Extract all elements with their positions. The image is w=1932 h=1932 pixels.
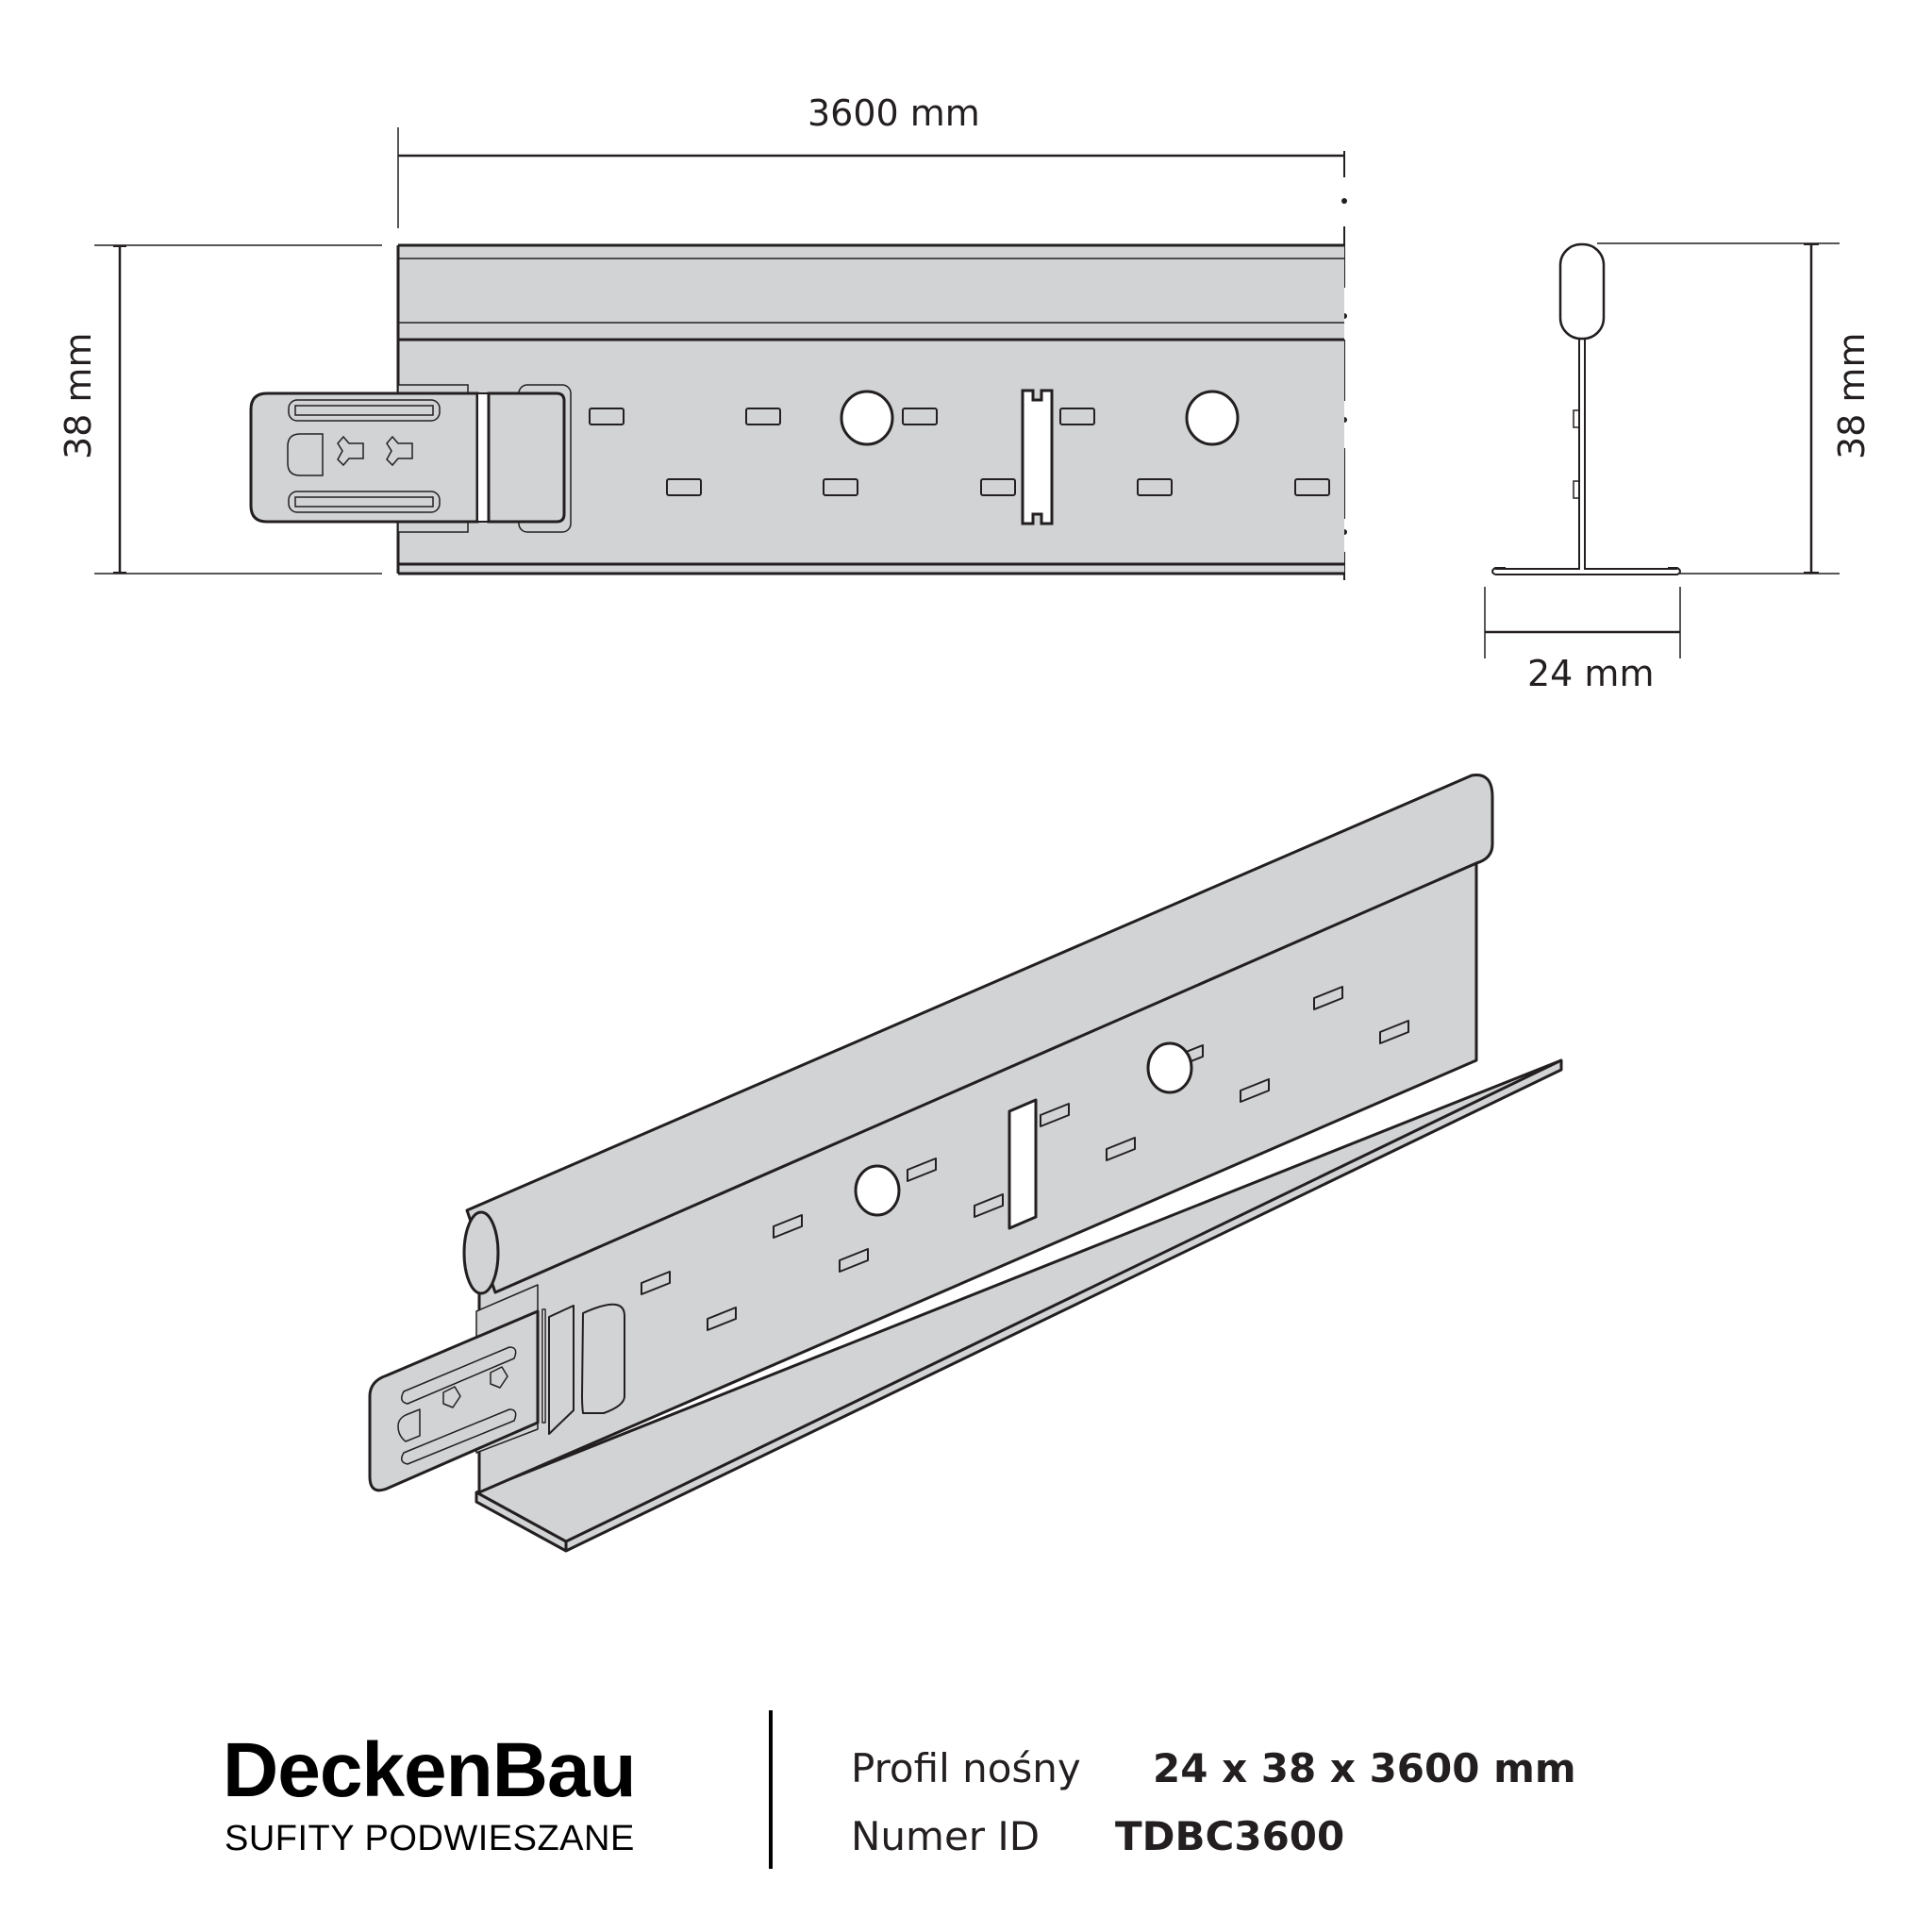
isometric-view xyxy=(368,773,1563,1553)
brand-logo: DeckenBau xyxy=(223,1727,637,1813)
spec-label-id: Numer ID xyxy=(851,1813,1041,1859)
brand-tagline: SUFITY PODWIESZANE xyxy=(225,1819,635,1858)
spec-value-id: TDBC3600 xyxy=(1115,1813,1345,1859)
spec-label-profile: Profil nośny xyxy=(851,1745,1081,1791)
footer: DeckenBau SUFITY PODWIESZANE Profil nośn… xyxy=(0,1679,1932,1906)
width-dimension-label: 24 mm xyxy=(1527,653,1655,694)
spec-value-dimensions: 24 x 38 x 3600 mm xyxy=(1153,1745,1576,1791)
length-dimension-label: 3600 mm xyxy=(808,92,980,134)
footer-divider xyxy=(769,1710,773,1869)
section-view xyxy=(1484,242,1840,658)
section-height-dimension-label: 38 mm xyxy=(1831,332,1873,459)
front-view xyxy=(94,127,1347,580)
front-height-dimension-label: 38 mm xyxy=(58,332,99,459)
